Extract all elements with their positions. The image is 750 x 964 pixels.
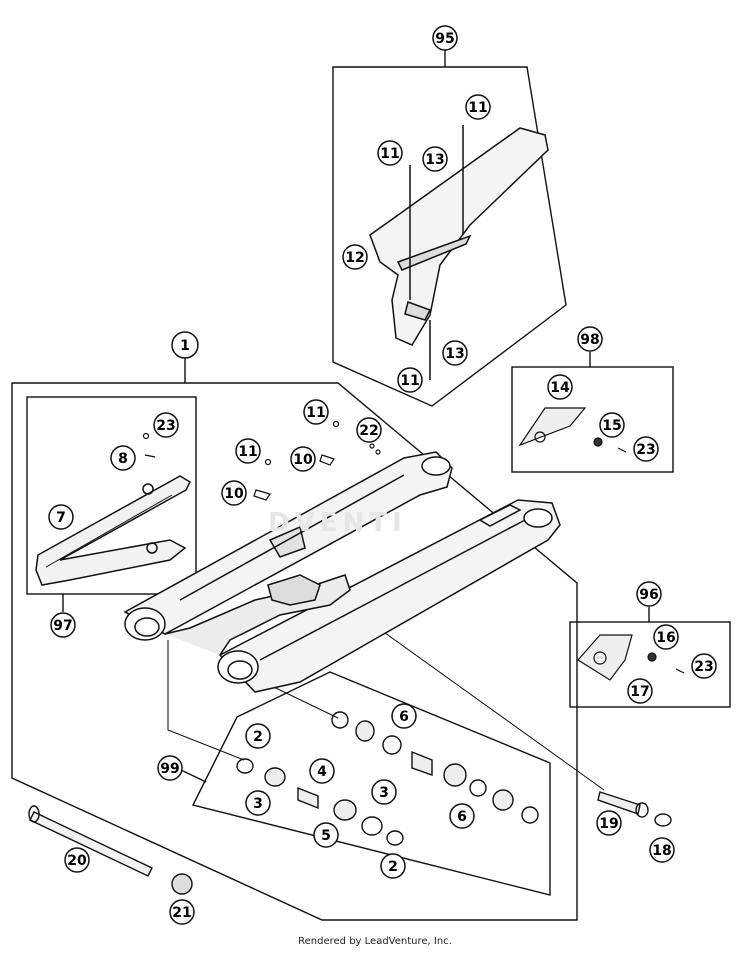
- callout-99-label: 99: [160, 761, 179, 777]
- callout-95-label: 95: [435, 31, 454, 47]
- callout-97-label: 97: [53, 618, 72, 634]
- callout-11d-label: 11: [306, 405, 325, 421]
- callout-6b-label: 6: [457, 809, 467, 825]
- callout-97: 97: [50, 612, 76, 638]
- group-99-outline: [191, 671, 551, 896]
- callout-3a-label: 3: [253, 796, 263, 812]
- callout-18-label: 18: [652, 843, 671, 859]
- callout-96: 96: [636, 581, 662, 607]
- callout-15: 15: [599, 412, 625, 438]
- callout-13a-label: 13: [425, 152, 444, 168]
- callout-11d: 11: [303, 399, 329, 425]
- callout-11b: 11: [377, 140, 403, 166]
- callout-95: 95: [432, 25, 458, 51]
- callout-15-label: 15: [602, 418, 621, 434]
- swingarm: [123, 451, 561, 693]
- group-98-outline: [511, 366, 674, 473]
- callout-3a: 3: [245, 790, 271, 816]
- small-parts: [142, 407, 685, 681]
- pivot-guide-left: [167, 640, 245, 761]
- callout-98: 98: [577, 326, 603, 352]
- callout-1-label: 1: [180, 338, 190, 354]
- axle-guide: [359, 614, 605, 791]
- leader-99: [180, 769, 207, 783]
- callout-11a-label: 11: [468, 100, 487, 116]
- callout-11b-label: 11: [380, 146, 399, 162]
- callout-11e-label: 11: [238, 444, 257, 460]
- callout-16-label: 16: [656, 630, 675, 646]
- callout-17-label: 17: [630, 684, 649, 700]
- group-97-outline: [26, 396, 197, 595]
- callout-19-label: 19: [599, 816, 618, 832]
- bolt-and-nut: [597, 791, 672, 827]
- callout-4-label: 4: [317, 764, 327, 780]
- callout-23b: 23: [153, 412, 179, 438]
- callout-10b-label: 10: [224, 486, 244, 502]
- callout-2b-label: 2: [388, 859, 398, 875]
- callout-7: 7: [48, 504, 74, 530]
- callout-6a-label: 6: [399, 709, 409, 725]
- callout-11a: 11: [465, 94, 491, 120]
- callout-19: 19: [596, 810, 622, 836]
- callout-7-label: 7: [56, 510, 66, 526]
- callout-1: 1: [171, 331, 199, 359]
- callout-10a: 10: [290, 446, 316, 472]
- callout-8-label: 8: [118, 451, 128, 467]
- callout-11c: 11: [397, 367, 423, 393]
- callout-2a: 2: [245, 723, 271, 749]
- callout-23c: 23: [691, 653, 717, 679]
- watermark: DVENTI: [268, 508, 407, 538]
- callout-18: 18: [649, 837, 675, 863]
- axle: [28, 805, 193, 895]
- callout-5-label: 5: [321, 828, 331, 844]
- callout-23b-label: 23: [156, 418, 175, 434]
- callout-14: 14: [547, 374, 573, 400]
- callout-13a: 13: [422, 146, 448, 172]
- footer-credit: Rendered by LeadVenture, Inc.: [298, 936, 452, 947]
- callout-10b: 10: [221, 480, 247, 506]
- callout-11c-label: 11: [400, 373, 419, 389]
- group-96-outline: [569, 621, 731, 708]
- callout-23c-label: 23: [694, 659, 713, 675]
- callout-20: 20: [64, 847, 90, 873]
- callout-23a: 23: [633, 436, 659, 462]
- callout-6b: 6: [449, 803, 475, 829]
- callout-12: 12: [342, 244, 368, 270]
- group-1-outline: [11, 382, 578, 921]
- callout-21: 21: [169, 899, 195, 925]
- callout-17: 17: [627, 678, 653, 704]
- callout-12-label: 12: [345, 250, 364, 266]
- group-95-outline: [332, 66, 567, 407]
- callout-16: 16: [653, 624, 679, 650]
- chain-guide: [369, 125, 549, 380]
- callout-3b: 3: [371, 779, 397, 805]
- callout-8: 8: [110, 445, 136, 471]
- callout-13b-label: 13: [445, 346, 464, 362]
- callout-22-label: 22: [359, 423, 378, 439]
- callout-4: 4: [309, 758, 335, 784]
- chain-slider: [35, 475, 191, 586]
- callout-3b-label: 3: [379, 785, 389, 801]
- callout-10a-label: 10: [293, 452, 313, 468]
- callout-22: 22: [356, 417, 382, 443]
- callout-13b: 13: [442, 340, 468, 366]
- callout-20-label: 20: [67, 853, 87, 869]
- callout-98-label: 98: [580, 332, 599, 348]
- callout-2a-label: 2: [253, 729, 263, 745]
- bearing-set: [236, 711, 539, 846]
- callout-6a: 6: [391, 703, 417, 729]
- callout-2b: 2: [380, 853, 406, 879]
- callouts: 95 11 11 13 12 13 11 1 98 14 15 23 23 8 …: [48, 25, 717, 925]
- callout-21-label: 21: [172, 905, 191, 921]
- callout-5: 5: [313, 822, 339, 848]
- callout-96-label: 96: [639, 587, 658, 603]
- callout-23a-label: 23: [636, 442, 655, 458]
- callout-99: 99: [157, 755, 183, 781]
- callout-11e: 11: [235, 438, 261, 464]
- callout-14-label: 14: [550, 380, 570, 396]
